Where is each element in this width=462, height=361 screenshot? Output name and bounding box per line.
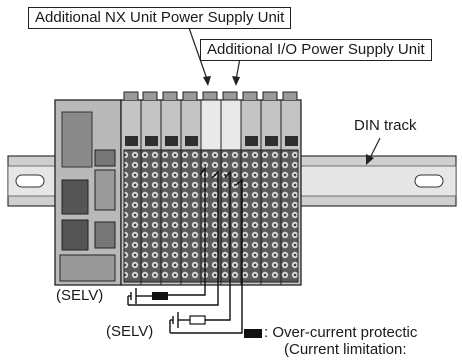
legend-swatch-icon: [244, 329, 262, 338]
unit-slices: [123, 91, 298, 285]
selv-label-2: (SELV): [106, 323, 154, 340]
selv-label-1: (SELV): [56, 287, 104, 304]
cpu-unit: [54, 99, 122, 286]
legend-overcurrent-line2: (Current limitation:: [284, 341, 407, 358]
overcurrent-protection-outline: [189, 315, 206, 325]
legend-overcurrent-line1: : Over-current protectic: [264, 324, 418, 341]
supply-wiring: [160, 165, 243, 334]
callout-nx-unit-power-supply: Additional NX Unit Power Supply Unit: [28, 7, 292, 29]
selv-source-1: [127, 288, 160, 306]
callout-io-power-supply: Additional I/O Power Supply Unit: [200, 39, 432, 61]
callout-din-track: DIN track: [354, 117, 417, 134]
callout-leaders: [187, 24, 381, 165]
selv-source-2: [169, 312, 190, 334]
overcurrent-protection-filled: [152, 292, 168, 300]
